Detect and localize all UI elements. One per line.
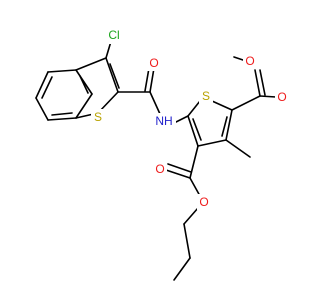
bond [189, 177, 201, 197]
bond [189, 145, 199, 179]
bond [225, 139, 251, 158]
bond [173, 257, 191, 281]
bond [149, 91, 161, 115]
bond [75, 93, 93, 119]
bond [149, 67, 155, 93]
bond [231, 95, 261, 111]
amide-nitrogen-label: NH [155, 114, 172, 128]
propyl-ester-carbonyl-oxygen-atom: O [153, 161, 167, 177]
benzothiophene-sulfur-label: S [94, 110, 102, 124]
propyl-ester-ether-oxygen-atom: O [197, 194, 211, 210]
bond [183, 207, 199, 225]
methyl-ester-ether-oxygen-atom: O [243, 53, 257, 69]
bond [197, 139, 227, 147]
chlorine-label: Cl [108, 28, 119, 42]
bonds [35, 37, 277, 281]
methyl-ester-carbonyl-oxygen-atom: O [275, 89, 289, 105]
bond [259, 95, 277, 98]
bond [221, 116, 228, 137]
molecule-structure-diagram: Cl S O NH S O O O [35, 26, 289, 281]
bond [187, 115, 199, 147]
propyl-ester-carbonyl-oxygen-label: O [155, 162, 164, 176]
bond [105, 57, 119, 93]
bond [259, 69, 266, 96]
thiophene-sulfur-atom: S [199, 88, 213, 104]
methyl-ester-ether-oxygen-label: O [245, 54, 254, 68]
bond [225, 109, 233, 141]
bond [51, 112, 73, 116]
benzothiophene-sulfur-atom: S [91, 109, 105, 125]
bond [211, 100, 233, 111]
bond [187, 100, 201, 117]
bond [47, 117, 77, 121]
amide-oxygen-atom: O [147, 55, 161, 71]
methyl-ester-carbonyl-oxygen-label: O [277, 90, 286, 104]
bond [75, 69, 93, 95]
bond [47, 69, 77, 73]
bond [167, 163, 192, 173]
bond [144, 67, 150, 92]
thiophene-sulfur-label: S [202, 89, 210, 103]
bond [183, 223, 191, 259]
chlorine-atom: Cl [104, 26, 124, 44]
bond [35, 71, 49, 99]
propyl-ester-ether-oxygen-label: O [199, 195, 208, 209]
bond [75, 57, 107, 71]
bond [35, 97, 49, 121]
bond [254, 69, 261, 97]
amide-nitrogen-atom: NH [152, 113, 176, 129]
bond [192, 118, 202, 141]
bond [41, 76, 53, 99]
amide-oxygen-label: O [149, 56, 158, 70]
bond [165, 169, 191, 179]
bond [109, 63, 120, 89]
bond [79, 75, 89, 94]
atom-labels: Cl S O NH S O O O [91, 26, 289, 210]
